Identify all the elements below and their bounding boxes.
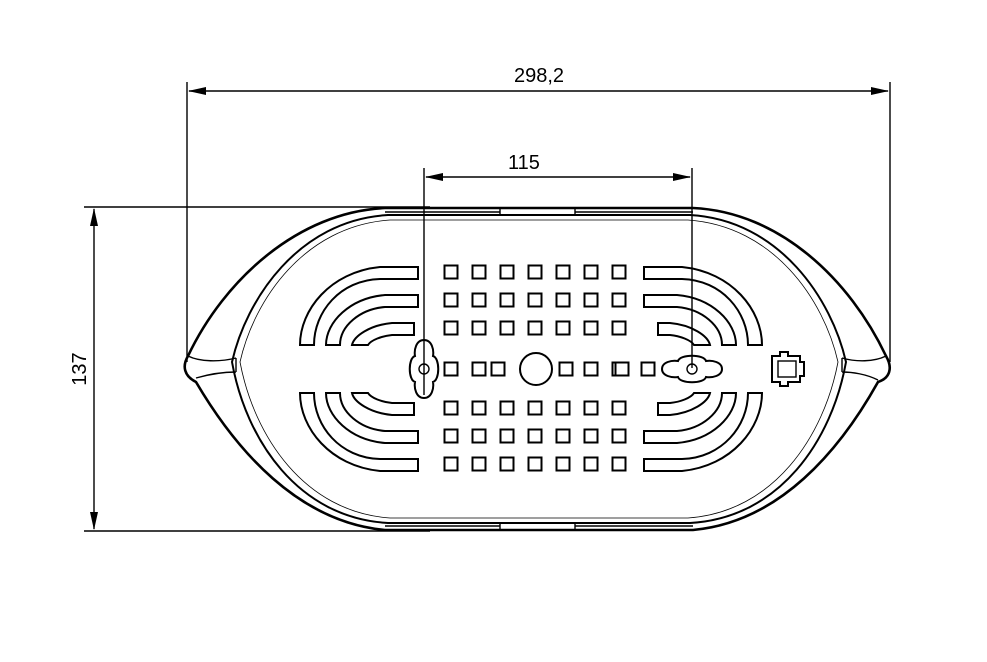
vent-square <box>471 264 487 280</box>
vent-square <box>490 361 506 377</box>
vent-square <box>443 400 459 416</box>
arc-vent-left-top-outer <box>298 266 419 346</box>
keyhole-right-center <box>686 363 698 375</box>
vent-square <box>611 400 627 416</box>
vent-square <box>527 320 543 336</box>
housing-outline <box>183 206 892 532</box>
vent-square <box>583 264 599 280</box>
vent-square <box>555 264 571 280</box>
vent-square <box>499 320 515 336</box>
vent-square <box>583 361 599 377</box>
vent-square <box>611 264 627 280</box>
center-hole <box>519 352 553 386</box>
vent-square <box>583 292 599 308</box>
vent-square <box>471 320 487 336</box>
arc-vents-right <box>643 266 764 472</box>
connector-clip-outline <box>771 351 805 387</box>
vent-square <box>583 428 599 444</box>
arc-vent-right-bottom-inner <box>657 392 712 416</box>
vent-square <box>527 400 543 416</box>
arc-vent-right-bottom-middle <box>643 392 738 444</box>
vent-square <box>499 264 515 280</box>
vent-square <box>583 456 599 472</box>
vent-square <box>471 456 487 472</box>
vent-square <box>555 292 571 308</box>
vent-square <box>443 428 459 444</box>
dimension-overall-width: 298,2 <box>186 65 891 362</box>
arc-vent-left-bottom-inner <box>350 392 415 416</box>
vent-square <box>583 400 599 416</box>
vent-square <box>527 456 543 472</box>
vent-square <box>614 361 630 377</box>
arc-vent-right-top-inner <box>657 322 712 346</box>
vent-square <box>443 264 459 280</box>
keyhole-right-outline <box>660 354 724 384</box>
vent-square <box>558 361 574 377</box>
vent-square <box>555 400 571 416</box>
vent-square <box>471 428 487 444</box>
arc-vent-left-bottom-outer <box>298 392 419 472</box>
housing-step-line <box>239 219 839 519</box>
keyhole-left-outline <box>408 338 440 400</box>
dimension-label-hole-spacing: 115 <box>508 152 540 174</box>
vent-square <box>443 320 459 336</box>
vent-square <box>499 400 515 416</box>
dimension-label-width: 298,2 <box>514 65 564 87</box>
vent-square <box>527 292 543 308</box>
dimension-overall-height: 137 <box>69 206 430 532</box>
vent-square <box>443 361 459 377</box>
vent-square <box>471 361 487 377</box>
vent-square <box>555 456 571 472</box>
vent-square <box>611 292 627 308</box>
end-cap-seam-left <box>187 355 237 379</box>
arc-vent-right-top-middle <box>643 294 738 346</box>
end-cap-seam-right <box>841 355 887 381</box>
vent-square <box>443 456 459 472</box>
arc-vent-right-bottom-outer <box>643 392 764 472</box>
vent-square <box>611 428 627 444</box>
vent-square <box>640 361 656 377</box>
vent-square <box>499 292 515 308</box>
arc-vent-right-top-outer <box>643 266 764 346</box>
vent-square <box>527 264 543 280</box>
vent-square <box>499 428 515 444</box>
vent-square <box>583 320 599 336</box>
vent-square <box>499 456 515 472</box>
vent-square <box>611 320 627 336</box>
connector-clip <box>771 351 805 387</box>
vent-square <box>527 428 543 444</box>
vent-square <box>471 400 487 416</box>
vent-square <box>611 456 627 472</box>
vent-square <box>443 292 459 308</box>
keyhole-slot-right <box>660 354 724 384</box>
housing-inner-edge <box>230 214 848 524</box>
connector-clip-inner <box>777 360 797 378</box>
arc-vent-left-top-middle <box>324 294 419 346</box>
vent-square <box>471 292 487 308</box>
arc-vents-left <box>298 266 419 472</box>
vent-square <box>555 428 571 444</box>
keyhole-left-center <box>418 363 430 375</box>
dimension-label-height: 137 <box>69 352 91 385</box>
arc-vent-left-top-inner <box>350 322 415 346</box>
arc-vent-left-bottom-middle <box>324 392 419 444</box>
square-vent-grid <box>443 264 656 472</box>
vent-square <box>555 320 571 336</box>
keyhole-slot-left <box>408 338 440 400</box>
housing-outer-edge <box>183 206 892 532</box>
